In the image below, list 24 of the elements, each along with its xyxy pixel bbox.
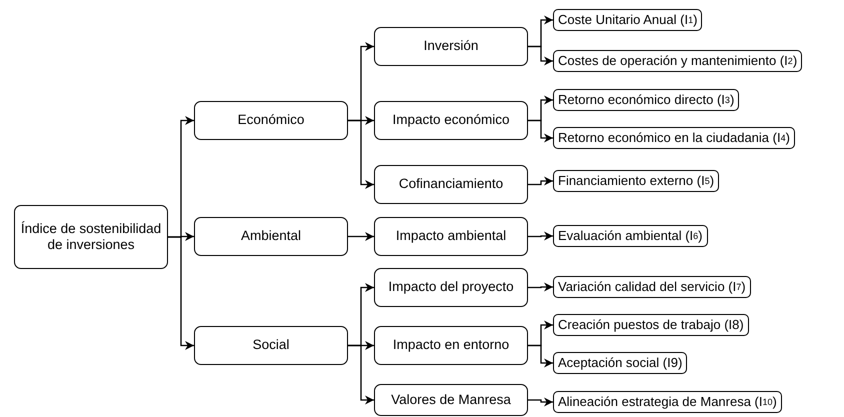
category-box: Económico <box>194 101 348 140</box>
indicator-box: Aceptación social (I9) <box>553 352 688 374</box>
category-box: Impacto ambiental <box>374 217 528 256</box>
arrow <box>528 232 553 240</box>
arrow <box>348 232 374 241</box>
arrow <box>528 176 553 186</box>
arrow <box>528 398 553 406</box>
category-box: Impacto en entorno <box>374 326 528 365</box>
category-box: Impacto del proyecto <box>374 268 528 307</box>
arrow <box>528 46 553 66</box>
category-box: Ambiental <box>194 217 348 256</box>
indicator-box: Creación puestos de trabajo (I8) <box>553 314 749 336</box>
category-box: Valores de Manresa <box>374 384 528 416</box>
arrow <box>348 120 374 189</box>
arrow <box>528 120 553 142</box>
arrow <box>528 282 553 292</box>
category-box: Inversión <box>374 27 528 66</box>
arrow <box>528 344 553 368</box>
arrow <box>348 344 374 404</box>
root-box: Índice de sostenibilidad de inversiones <box>14 205 168 269</box>
category-box: Social <box>194 326 348 365</box>
category-box: Impacto económico <box>374 101 528 140</box>
arrow <box>168 236 194 350</box>
category-box: Cofinanciamiento <box>374 165 528 204</box>
